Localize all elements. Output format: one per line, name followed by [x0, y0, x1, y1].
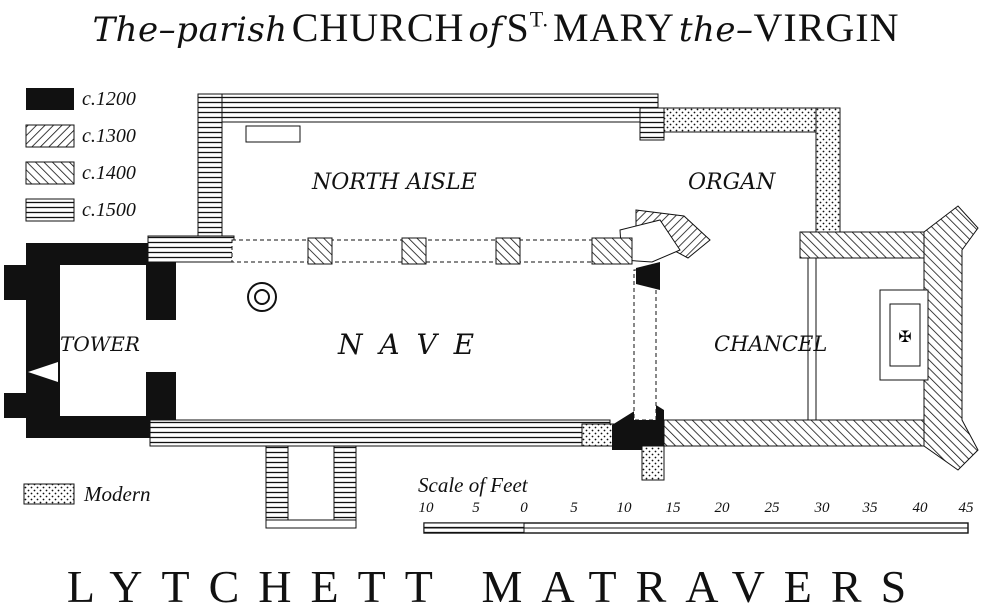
room-label-tower: TOWER [60, 332, 140, 356]
title-part-7: VIRGIN [753, 5, 900, 50]
scale-title: Scale of Feet [418, 473, 528, 497]
title-part-1: The–parish [92, 10, 288, 50]
south-porch [265, 445, 357, 529]
altar-cross-icon: ✠ [898, 327, 911, 346]
scale-tick: 25 [764, 500, 780, 516]
scale-tick: 20 [714, 500, 730, 516]
title-part-2: CHURCH [291, 5, 465, 50]
nave-arcade [231, 237, 633, 265]
scale-tick: 30 [814, 500, 830, 516]
legend-swatch-c1500 [25, 198, 75, 222]
place-name: LYTCHETT MATRAVERS [66, 561, 926, 612]
room-label-nave: N A V E [338, 328, 479, 361]
legend-swatch-c1400 [25, 161, 75, 185]
plan-title: The–parish CHURCH of ST. MARY the–VIRGIN [0, 4, 992, 60]
scale-tick: 45 [958, 500, 974, 516]
scale-tick: 5 [472, 500, 480, 516]
scale-tick: 35 [862, 500, 878, 516]
scale-tick: 10 [418, 500, 434, 516]
room-label-north-aisle: NORTH AISLE [312, 170, 477, 195]
legend-label-modern: Modern [84, 482, 151, 506]
legend-label-c1200: c.1200 [82, 88, 136, 110]
scale-tick: 5 [570, 500, 578, 516]
room-label-chancel: CHANCEL [714, 332, 828, 356]
legend-swatch-c1200 [26, 88, 74, 110]
legend-swatch-modern [23, 483, 75, 505]
room-label-organ: ORGAN [688, 170, 776, 195]
title-part-4: S [506, 5, 530, 50]
legend-label-c1500: c.1500 [82, 199, 136, 221]
title-part-6: the– [678, 10, 754, 50]
scale-tick: 0 [520, 500, 528, 516]
scale-tick: 15 [665, 500, 681, 516]
legend-label-c1400: c.1400 [82, 162, 136, 184]
scale-bar [423, 522, 969, 534]
tower-walls [4, 243, 176, 438]
scale-tick: 10 [616, 500, 632, 516]
title-part-5: MARY [553, 5, 675, 50]
scale-tick: 40 [912, 500, 928, 516]
title-part-3: of [468, 10, 503, 50]
legend-label-c1300: c.1300 [82, 125, 136, 147]
nave-south-wall [149, 262, 665, 481]
legend-swatch-c1300 [25, 124, 75, 148]
title-part-4-sup: T. [529, 6, 550, 32]
chancel-walls [663, 205, 979, 471]
organ-chamber-walls [619, 107, 841, 263]
north-aisle-walls [147, 93, 659, 263]
